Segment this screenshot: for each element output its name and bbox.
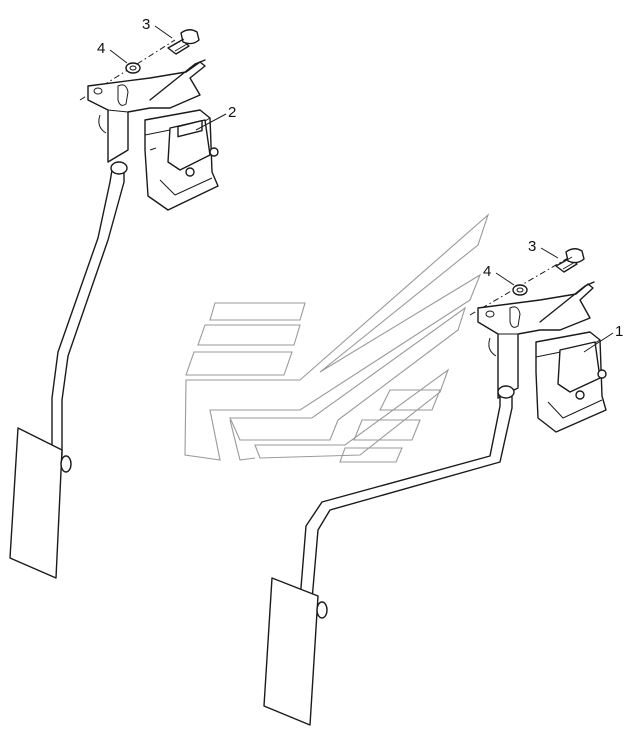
left-pedal-assembly [9,29,219,579]
left-pedal-lever [51,169,125,456]
right-washer [512,284,528,296]
left-bolt [167,29,200,55]
svg-text:4: 4 [97,40,105,57]
svg-text:3: 3 [528,238,536,255]
svg-text:3: 3 [142,16,150,33]
right-pedal-lever [299,394,513,601]
svg-text:4: 4 [483,263,491,280]
callout-left-bolt: 3 [142,16,173,39]
callout-right-washer: 4 [483,263,515,286]
callout-left-washer: 4 [97,40,128,64]
svg-text:2: 2 [228,104,236,121]
right-pedal-assembly [263,248,607,726]
callout-left-sensor: 2 [195,104,236,131]
callout-right-bolt: 3 [528,238,559,259]
watermark-logo [184,213,490,463]
callout-right-sensor: 1 [583,323,623,353]
right-pedal-pad [263,577,319,726]
right-bolt [555,248,585,273]
svg-text:1: 1 [615,323,623,340]
left-pedal-pad [9,427,63,579]
left-washer [125,62,141,74]
left-bracket [87,61,206,163]
